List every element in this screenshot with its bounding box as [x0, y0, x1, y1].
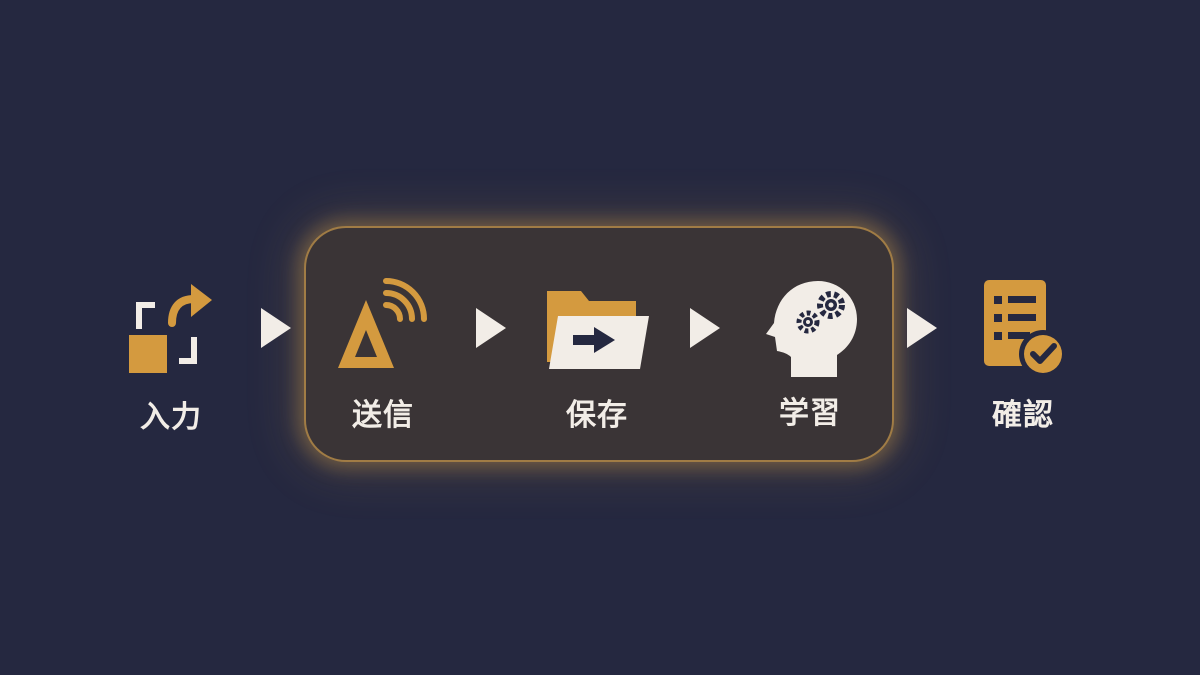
step-label-send: 送信	[352, 398, 414, 433]
flow-step-save: 保存	[537, 276, 657, 456]
step-label-save: 保存	[566, 398, 628, 433]
flow-step-learn: 学習	[750, 274, 870, 454]
flow-step-confirm: 確認	[963, 276, 1083, 456]
step-label-input: 入力	[140, 400, 202, 435]
flow-step-send: 送信	[323, 276, 443, 456]
play-arrow-icon	[259, 306, 293, 350]
step-label-learn: 学習	[779, 396, 841, 431]
save-folder-icon	[542, 276, 652, 386]
learning-head-icon	[755, 274, 865, 384]
play-arrow-icon	[474, 306, 508, 350]
flow-step-input: 入力	[111, 278, 231, 458]
step-label-confirm: 確認	[992, 398, 1054, 433]
input-icon	[116, 278, 226, 388]
send-icon	[328, 276, 438, 386]
check-document-icon	[968, 276, 1078, 386]
play-arrow-icon	[905, 306, 939, 350]
play-arrow-icon	[688, 306, 722, 350]
